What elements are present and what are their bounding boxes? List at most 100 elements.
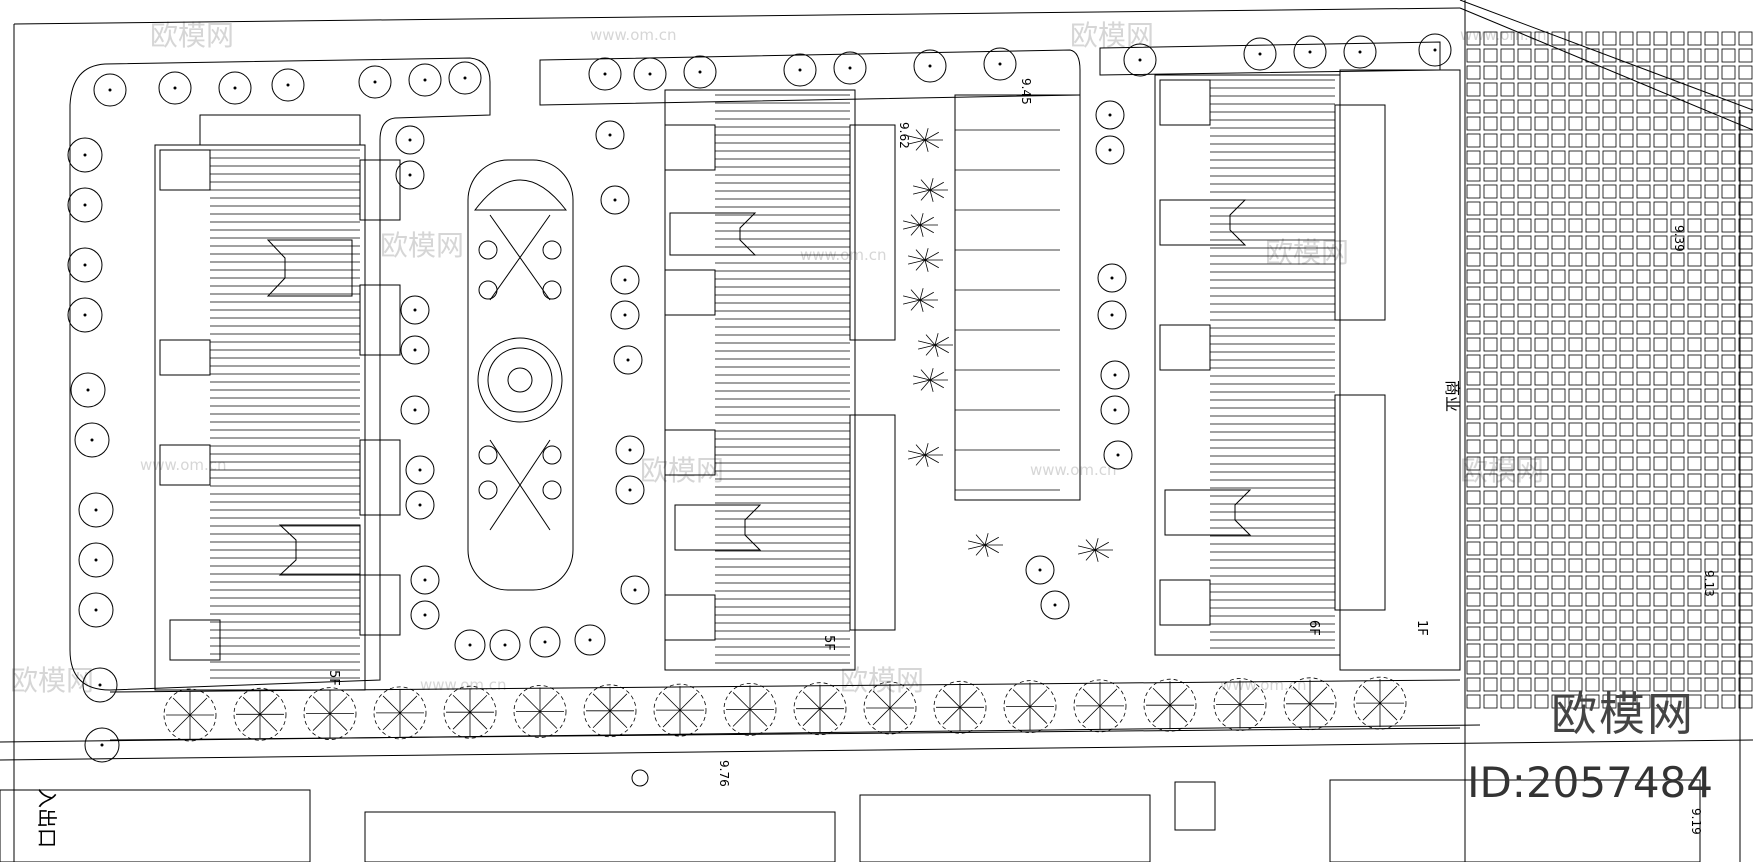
paving-tile [1551, 371, 1566, 386]
paving-tile [1602, 524, 1617, 539]
paving-tile [1602, 150, 1617, 165]
paving-tile [1568, 456, 1583, 471]
paving-tile [1721, 490, 1736, 505]
ornamental-plant [919, 213, 924, 226]
paving-tile [1687, 218, 1702, 233]
ornamental-plant [1094, 541, 1109, 551]
street-tree-branch [609, 693, 628, 712]
paving-tile [1687, 439, 1702, 454]
tree-symbol [1095, 135, 1125, 165]
street-tree-branch [522, 711, 541, 729]
paving-tile [1568, 337, 1583, 352]
tree-symbol [600, 185, 630, 215]
survey-marker [631, 769, 649, 787]
street-tree-branch [679, 709, 698, 728]
paving-tile [1704, 235, 1719, 250]
adjacent-buildings [0, 769, 1701, 862]
tree-symbol [489, 629, 521, 661]
paving-tile [1483, 320, 1498, 335]
paving-tile [1636, 48, 1651, 63]
elevation-label: 9.19 [1689, 808, 1703, 835]
paving-tile [1738, 575, 1753, 590]
paving-tile [1721, 320, 1736, 335]
tree-trunk [1358, 50, 1362, 54]
paving-tile [1517, 405, 1532, 420]
paving-tile [1466, 643, 1481, 658]
tree-trunk [173, 86, 177, 90]
paving-tile [1602, 388, 1617, 403]
paving-tile [1551, 184, 1566, 199]
tree-symbol [67, 297, 103, 333]
paved-plaza [1466, 31, 1753, 709]
tree-trunk [928, 64, 932, 68]
paving-tile [1585, 541, 1600, 556]
ornamental-plant [907, 450, 926, 456]
paving-tile [1500, 320, 1515, 335]
paving-tile [1483, 65, 1498, 80]
paving-tile [1483, 490, 1498, 505]
paving-tile [1619, 133, 1634, 148]
tree-trunk [1108, 148, 1112, 152]
tree-trunk [408, 138, 412, 142]
paving-tile [1619, 337, 1634, 352]
paving-tile [1721, 524, 1736, 539]
street-tree-branch [172, 714, 191, 733]
paving-tile [1483, 660, 1498, 675]
ornamental-plant [924, 248, 929, 261]
paving-tile [1585, 371, 1600, 386]
paving-tile [1466, 507, 1481, 522]
paving-tile [1534, 609, 1549, 624]
paving-tile [1602, 252, 1617, 267]
paving-tile [1636, 473, 1651, 488]
paving-tile [1653, 167, 1668, 182]
paving-tile [1517, 269, 1532, 284]
tree-trunk [468, 643, 472, 647]
paving-tile [1483, 269, 1498, 284]
paving-tile [1670, 524, 1685, 539]
paving-tile [1517, 388, 1532, 403]
paving-tile [1636, 303, 1651, 318]
paving-tile [1738, 473, 1753, 488]
paving-tile [1670, 65, 1685, 80]
paving-tile [1670, 558, 1685, 573]
paving-tile [1602, 269, 1617, 284]
paving-tile [1466, 405, 1481, 420]
elevation-label: 9.62 [897, 122, 911, 149]
tree-symbol [633, 57, 667, 91]
street-tree-branch [609, 710, 628, 729]
paving-tile [1517, 558, 1532, 573]
paving-tile [1721, 677, 1736, 692]
paving-tile [1466, 541, 1481, 556]
watermark-site: www.om.cn [1220, 676, 1307, 694]
street-tree-branch [1239, 704, 1258, 722]
paving-tile [1653, 660, 1668, 675]
tree-symbol [67, 137, 103, 173]
paving-tile [1619, 609, 1634, 624]
ornamental-plant [910, 299, 921, 311]
paving-tile [1636, 677, 1651, 692]
paving-tile [1534, 31, 1549, 46]
paving-tile [1670, 592, 1685, 607]
paving-tile [1670, 184, 1685, 199]
paving-tile [1704, 456, 1719, 471]
paving-tile [1585, 184, 1600, 199]
paving-tile [1738, 269, 1753, 284]
paving-tile [1738, 184, 1753, 199]
street-tree-symbol [1283, 677, 1337, 731]
paving-tile [1500, 133, 1515, 148]
paving-tile [1585, 558, 1600, 573]
paving-tile [1466, 320, 1481, 335]
paving-tile [1551, 490, 1566, 505]
paving-tile [1517, 507, 1532, 522]
tree-symbol [595, 120, 625, 150]
paving-tile [1500, 694, 1515, 709]
tree-symbol [613, 345, 643, 375]
paving-tile [1551, 201, 1566, 216]
street-tree-branch [1362, 702, 1381, 721]
ornamental-plant [915, 139, 926, 151]
tree-symbol [913, 49, 947, 83]
paving-tile [1534, 184, 1549, 199]
tree-trunk [1258, 52, 1262, 56]
paving-tile [1500, 660, 1515, 675]
tree-trunk [848, 66, 852, 70]
